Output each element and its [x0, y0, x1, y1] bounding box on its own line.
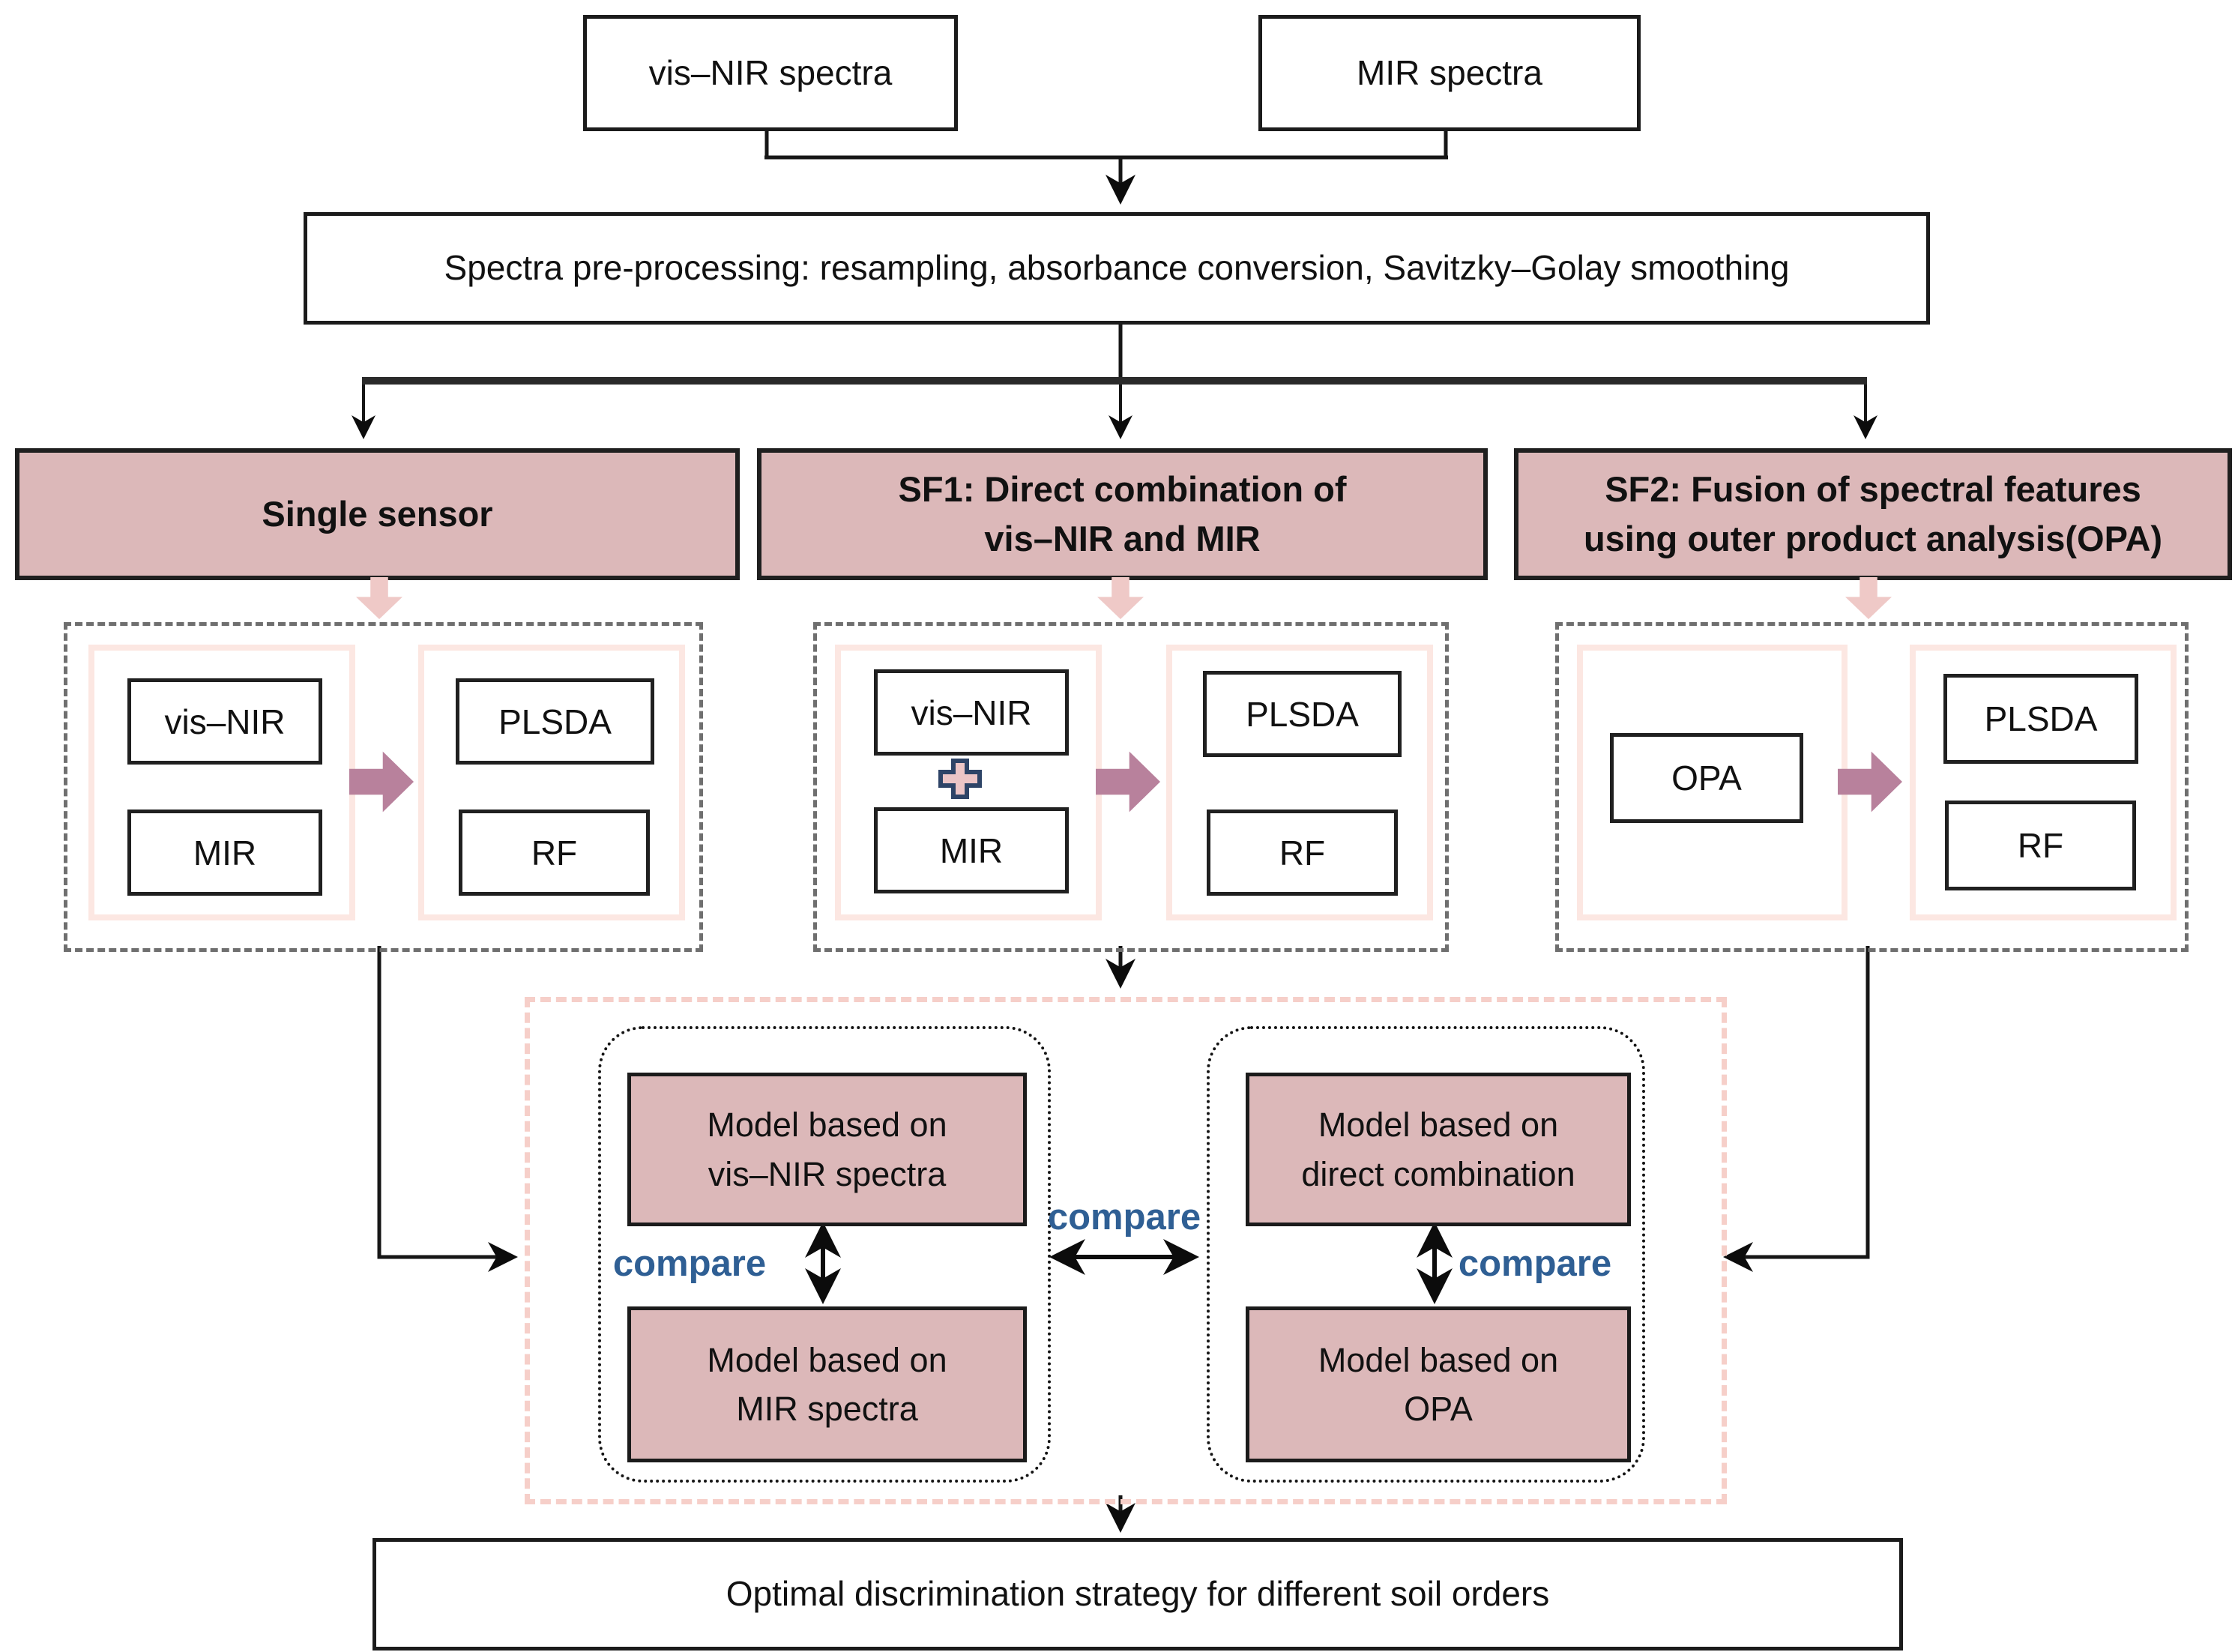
compare-label-right: compare: [1423, 1243, 1647, 1285]
compare-label-left: compare: [577, 1243, 802, 1285]
node-model-visnir: Model based on vis–NIR spectra: [627, 1073, 1027, 1226]
node-model-direct-line2: direct combination: [1301, 1154, 1575, 1193]
node-single-mir-label: MIR: [193, 833, 257, 872]
node-sf2-rf: RF: [1945, 801, 2136, 890]
node-sf2-opa: OPA: [1610, 733, 1803, 823]
node-sf1-visnir-label: vis–NIR: [911, 693, 1032, 732]
node-sf1-rf-label: RF: [1279, 833, 1326, 872]
node-model-opa-line2: OPA: [1404, 1390, 1473, 1428]
group-compare-fusion: [1207, 1026, 1645, 1483]
group-sf2: [1555, 622, 2189, 952]
node-preprocessing-label: Spectra pre-processing: resampling, abso…: [444, 248, 1790, 288]
node-output: Optimal discrimination strategy for diff…: [373, 1538, 1903, 1651]
node-model-opa-line1: Model based on: [1318, 1340, 1559, 1379]
header-sf2-line1: SF2: Fusion of spectral features: [1605, 469, 2141, 510]
node-single-plsda-label: PLSDA: [498, 702, 612, 741]
header-sf1: SF1: Direct combination of vis–NIR and M…: [757, 448, 1488, 580]
compare-label-right-text: compare: [1458, 1243, 1612, 1284]
node-preprocessing: Spectra pre-processing: resampling, abso…: [304, 212, 1930, 325]
node-sf1-visnir: vis–NIR: [874, 669, 1069, 756]
node-single-rf-label: RF: [531, 833, 578, 872]
node-mir-spectra: MIR spectra: [1258, 15, 1641, 131]
node-single-plsda: PLSDA: [456, 678, 654, 765]
node-single-visnir-label: vis–NIR: [164, 702, 286, 741]
group-compare-single: [598, 1026, 1051, 1483]
node-model-mir-line1: Model based on: [707, 1340, 947, 1379]
node-sf1-rf: RF: [1207, 810, 1398, 896]
node-single-mir: MIR: [127, 810, 322, 896]
connector-sf2-to-compare: [1723, 946, 1870, 1272]
node-sf1-plsda-label: PLSDA: [1246, 694, 1359, 734]
node-model-visnir-line2: vis–NIR spectra: [708, 1154, 947, 1193]
node-sf2-plsda: PLSDA: [1943, 674, 2138, 764]
node-sf1-mir-label: MIR: [939, 830, 1004, 870]
node-model-mir: Model based on MIR spectra: [627, 1306, 1027, 1462]
node-sf2-rf-label: RF: [2017, 826, 2064, 865]
node-sf1-mir: MIR: [874, 807, 1069, 893]
header-sf1-line2: vis–NIR and MIR: [984, 519, 1261, 558]
group-single-sensor: [64, 622, 703, 952]
node-model-mir-line2: MIR spectra: [736, 1390, 918, 1428]
down-block-arrow-icon: [1097, 577, 1144, 619]
group-sf1: [813, 622, 1449, 952]
node-output-label: Optimal discrimination strategy for diff…: [726, 1574, 1550, 1614]
header-single-sensor: Single sensor: [15, 448, 740, 580]
node-mir-spectra-label: MIR spectra: [1357, 52, 1542, 92]
node-sf2-opa-label: OPA: [1671, 759, 1742, 798]
group-comparison: [525, 997, 1727, 1504]
node-single-visnir: vis–NIR: [127, 678, 322, 765]
node-single-rf: RF: [459, 810, 650, 896]
compare-label-middle: compare: [1012, 1196, 1237, 1238]
plus-icon: [938, 759, 982, 799]
node-sf2-plsda-label: PLSDA: [1984, 699, 2098, 738]
header-sf1-line1: SF1: Direct combination of: [898, 469, 1347, 510]
compare-label-middle-text: compare: [1047, 1197, 1201, 1238]
node-sf1-plsda: PLSDA: [1203, 671, 1402, 757]
node-model-opa: Model based on OPA: [1246, 1306, 1631, 1462]
down-block-arrow-icon: [1845, 577, 1892, 619]
down-block-arrow-icon: [356, 577, 402, 619]
header-sf2: SF2: Fusion of spectral features using o…: [1514, 448, 2232, 580]
node-model-visnir-line1: Model based on: [707, 1106, 947, 1145]
header-single-sensor-label: Single sensor: [262, 494, 493, 534]
node-model-direct-line1: Model based on: [1318, 1106, 1559, 1145]
node-model-direct: Model based on direct combination: [1246, 1073, 1631, 1226]
compare-label-left-text: compare: [612, 1243, 767, 1284]
connector-single-to-compare: [377, 946, 518, 1272]
node-visnir-spectra: vis–NIR spectra: [583, 15, 958, 131]
node-visnir-spectra-label: vis–NIR spectra: [648, 52, 893, 92]
header-sf2-line2: using outer product analysis(OPA): [1583, 519, 2163, 558]
